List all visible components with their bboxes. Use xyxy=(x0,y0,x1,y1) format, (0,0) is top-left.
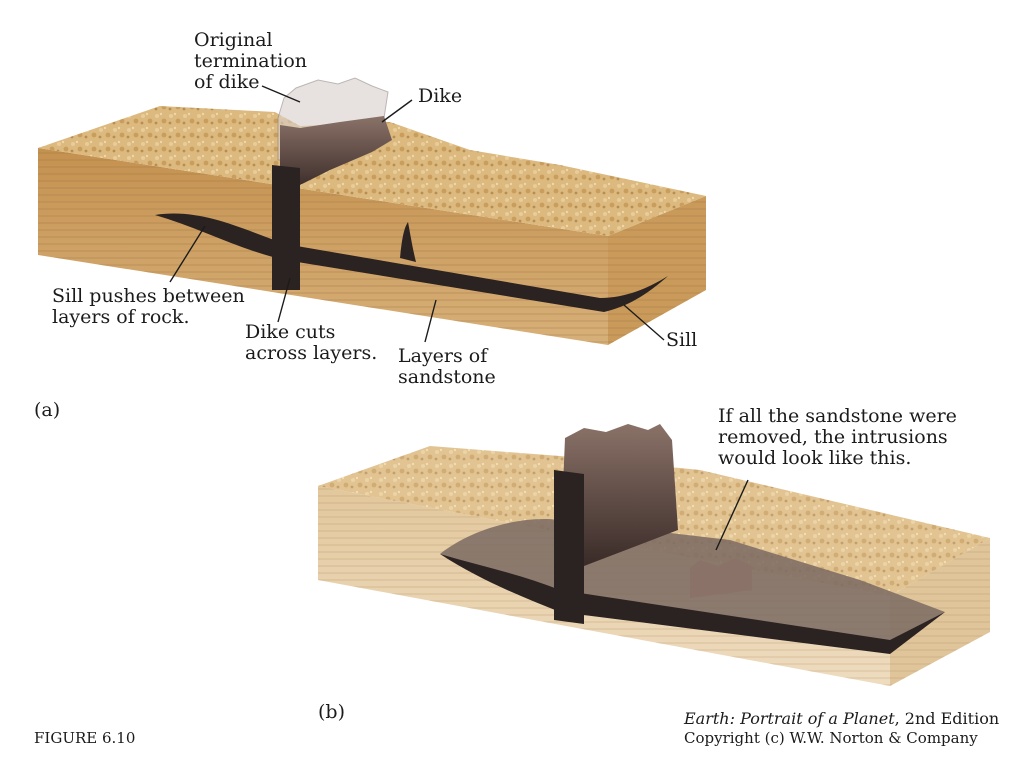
panel-a-dike-wall xyxy=(280,116,392,190)
label-layers-of-sandstone: Layers of sandstone xyxy=(398,345,496,388)
source-title: Earth: Portrait of a Planet xyxy=(684,709,895,728)
panel-b-dike xyxy=(554,470,584,624)
label-original-termination: Original termination of dike xyxy=(194,29,308,93)
panel-a-block xyxy=(38,77,706,345)
panel-b-letter: (b) xyxy=(318,701,345,723)
source-line: Earth: Portrait of a Planet, 2nd Edition xyxy=(684,708,999,729)
panel-b-block xyxy=(318,424,990,686)
panel-a-dike xyxy=(272,165,300,290)
label-dike: Dike xyxy=(418,85,463,107)
copyright: Copyright (c) W.W. Norton & Company xyxy=(684,729,978,747)
panel-b-dike-wall xyxy=(560,424,678,566)
panel-a-sill xyxy=(155,213,668,312)
source-edition: , 2nd Edition xyxy=(894,709,1000,728)
label-sill: Sill xyxy=(666,329,698,351)
label-dike-cuts: Dike cuts across layers. xyxy=(245,321,378,364)
panel-a-leaders xyxy=(169,85,665,343)
panel-b-leaders xyxy=(715,479,749,551)
figure-number: FIGURE 6.10 xyxy=(34,729,136,747)
label-sill-pushes: Sill pushes between layers of rock. xyxy=(52,285,245,328)
panel-a-letter: (a) xyxy=(34,399,61,421)
label-intrusions: If all the sandstone were removed, the i… xyxy=(718,405,957,469)
panel-a-top-surface xyxy=(38,106,706,236)
